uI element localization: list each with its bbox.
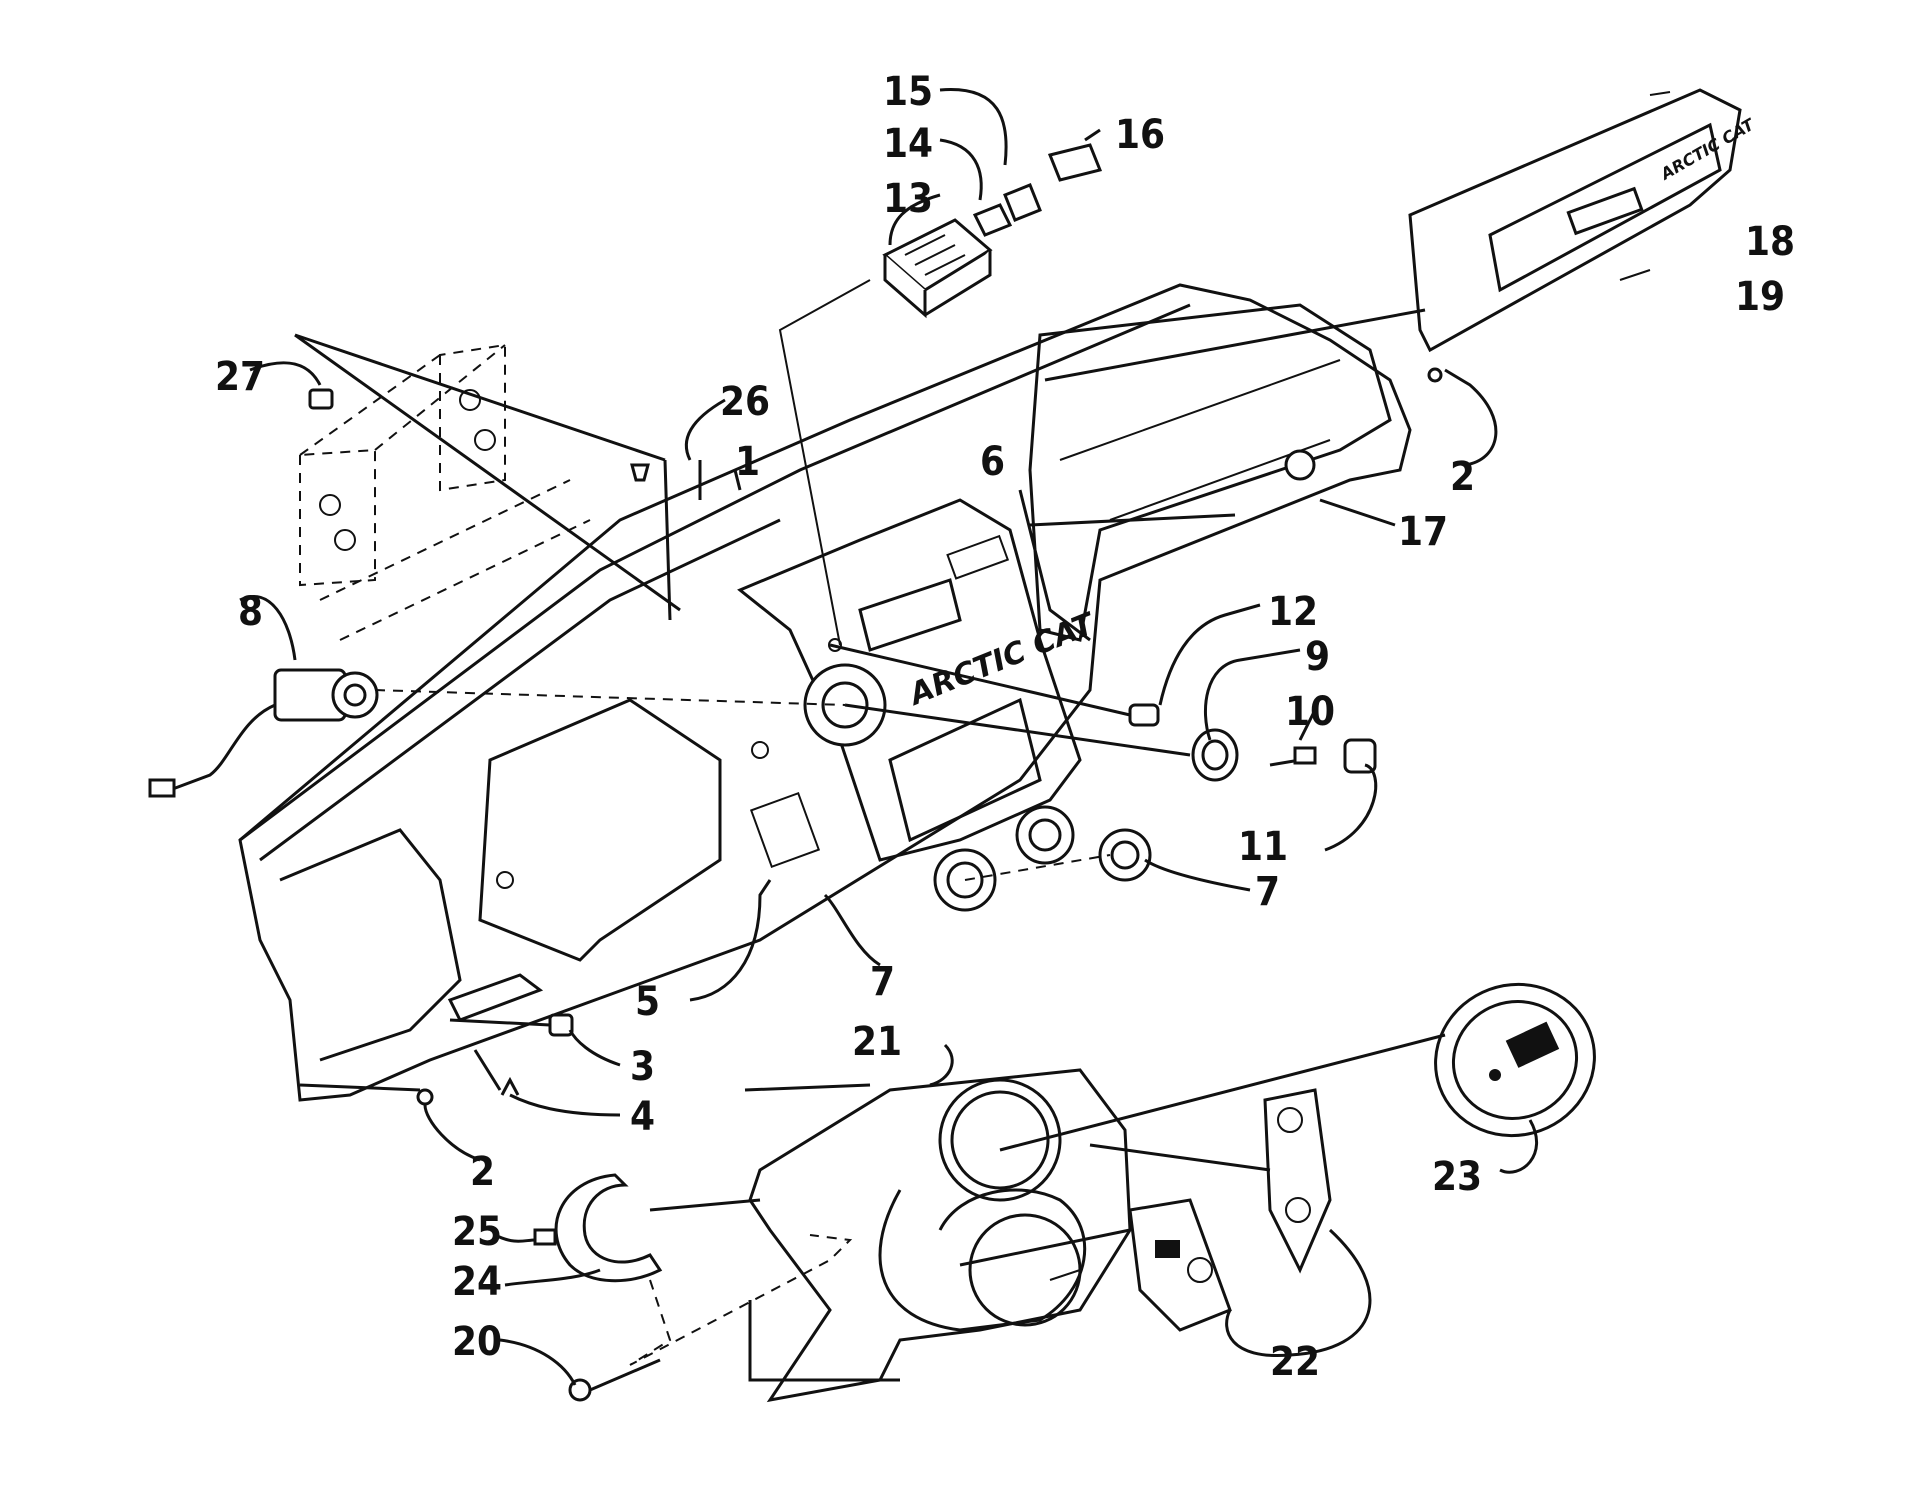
speedometer-gauge [1434, 982, 1596, 1138]
callout-2-upper: 2 [1450, 454, 1475, 500]
callout-20: 20 [452, 1319, 502, 1365]
callout-7-right: 7 [1255, 869, 1280, 915]
dash-panel: ARCTIC CAT [238, 283, 1412, 1102]
callout-hooks [239, 88, 1538, 1386]
callout-27: 27 [215, 354, 265, 400]
trim-ring [533, 1173, 663, 1283]
callout-16: 16 [1115, 112, 1165, 158]
ignition-key-set [1098, 703, 1377, 882]
instrument-hood: ARCTIC CAT [1408, 88, 1758, 353]
callout-23: 23 [1432, 1154, 1482, 1200]
callout-3: 3 [630, 1044, 655, 1090]
callout-24: 24 [452, 1259, 502, 1305]
callout-7-left: 7 [870, 959, 895, 1005]
callout-1: 1 [735, 439, 760, 485]
mounting-bracket [299, 343, 591, 641]
callout-4: 4 [630, 1094, 655, 1140]
leader-lines [294, 279, 1446, 1392]
callout-22: 22 [1270, 1339, 1320, 1385]
part-number-callouts: 1 2 2 3 4 5 6 7 7 8 9 10 11 12 13 14 15 … [215, 69, 1795, 1385]
callout-19: 19 [1735, 274, 1785, 320]
callout-10: 10 [1285, 689, 1335, 735]
callout-13: 13 [883, 176, 933, 222]
callout-5: 5 [635, 979, 660, 1025]
callout-26: 26 [720, 379, 770, 425]
callout-14: 14 [883, 121, 933, 167]
callout-25: 25 [452, 1209, 502, 1255]
callout-6: 6 [980, 439, 1005, 485]
instrument-bezel [748, 1068, 1132, 1403]
gauge-decals [1128, 1088, 1332, 1332]
callout-8: 8 [238, 589, 263, 635]
callout-9: 9 [1305, 634, 1330, 680]
callout-21: 21 [852, 1019, 902, 1065]
callout-17: 17 [1398, 509, 1448, 555]
callout-12: 12 [1268, 589, 1318, 635]
switch-assembly [882, 143, 1103, 319]
callout-2-lower: 2 [470, 1149, 495, 1195]
lower-bracket [629, 1234, 853, 1366]
callout-18: 18 [1745, 219, 1795, 265]
callout-15: 15 [883, 69, 933, 115]
fasteners [308, 367, 1443, 1402]
callout-11: 11 [1238, 824, 1288, 870]
ignition-switch [148, 668, 379, 798]
